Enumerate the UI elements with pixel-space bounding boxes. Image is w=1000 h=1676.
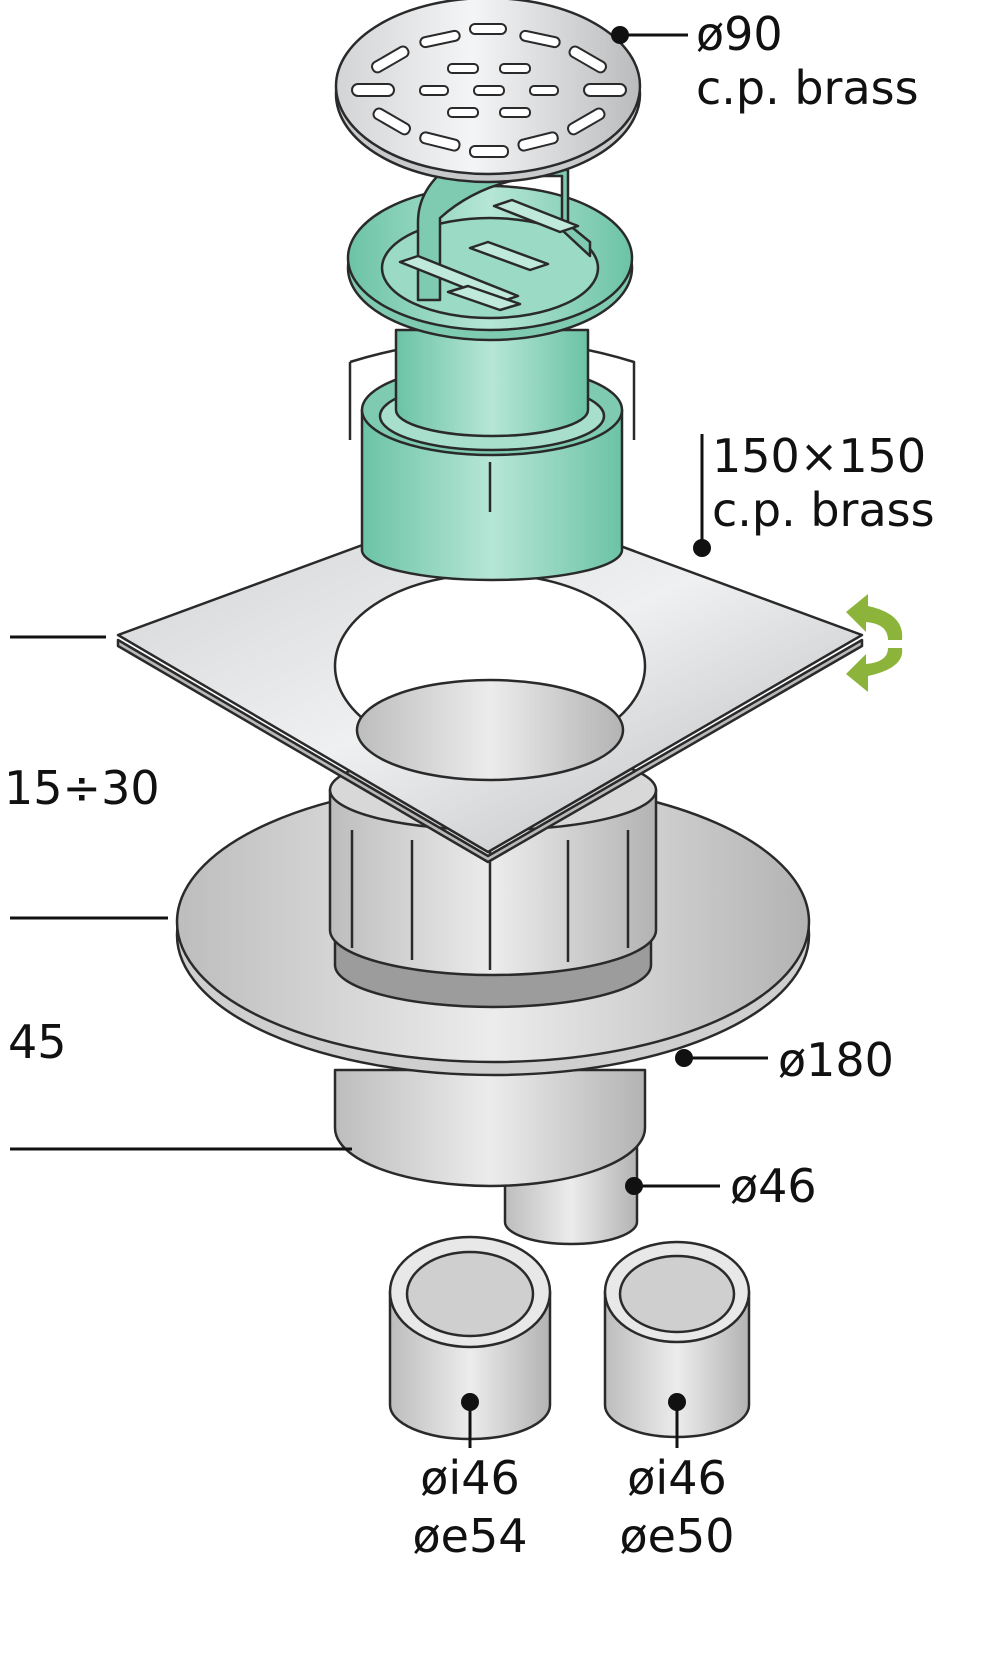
adapter2-outer-label: øe50 <box>620 1509 735 1563</box>
outlet-diameter-label: ø46 <box>730 1159 817 1213</box>
adapter-50 <box>603 1240 751 1439</box>
adapter-54 <box>388 1235 552 1441</box>
adapter1-inner-label: øi46 <box>420 1451 519 1505</box>
leaders <box>10 26 768 1448</box>
flange-diameter-label: ø180 <box>778 1033 894 1087</box>
adapter2-inner-label: øi46 <box>627 1451 726 1505</box>
round-grate <box>334 0 642 184</box>
adapter1-outer-label: øe54 <box>413 1509 528 1563</box>
height-fixed-label: 45 <box>8 1015 67 1069</box>
plate-material-label: c.p. brass <box>712 483 935 537</box>
teal-trap <box>346 162 634 438</box>
grate-material-label: c.p. brass <box>696 61 919 115</box>
grate-diameter-label: ø90 <box>696 7 783 61</box>
plate-size-label: 150×150 <box>712 429 926 483</box>
height-range-label: 15÷30 <box>4 761 160 815</box>
square-plate <box>116 496 864 864</box>
body-lower <box>333 1068 647 1188</box>
rotate-arrows-icon <box>846 594 903 692</box>
